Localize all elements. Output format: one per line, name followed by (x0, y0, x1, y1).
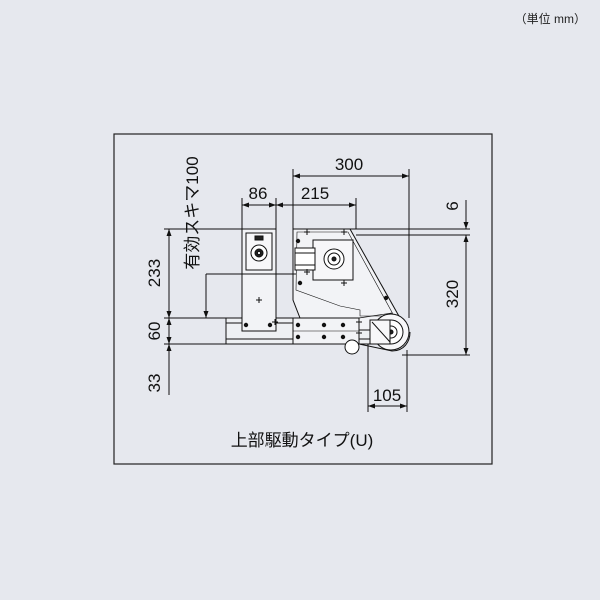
dim-233: 233 (145, 259, 164, 287)
dimension-lines (164, 169, 470, 412)
arrowheads (166, 173, 469, 409)
dim-33: 33 (145, 374, 164, 393)
unit-note: （単位 mm） (514, 12, 586, 26)
drive-unit-geometry (225, 228, 411, 355)
plus-marks (256, 229, 362, 336)
drawing-frame (113, 133, 493, 465)
dim-300: 300 (335, 155, 363, 174)
dim-215: 215 (301, 184, 329, 203)
bolts (243, 238, 389, 340)
vertical-label: 有効スキマ100 (183, 156, 202, 269)
drawing-caption: 上部駆動タイプ(U) (231, 431, 374, 450)
dim-105: 105 (373, 386, 401, 405)
dim-320: 320 (443, 280, 462, 308)
dim-6: 6 (443, 201, 462, 210)
idler-roller (344, 339, 360, 355)
dim-60: 60 (145, 322, 164, 341)
dim-86: 86 (249, 184, 268, 203)
